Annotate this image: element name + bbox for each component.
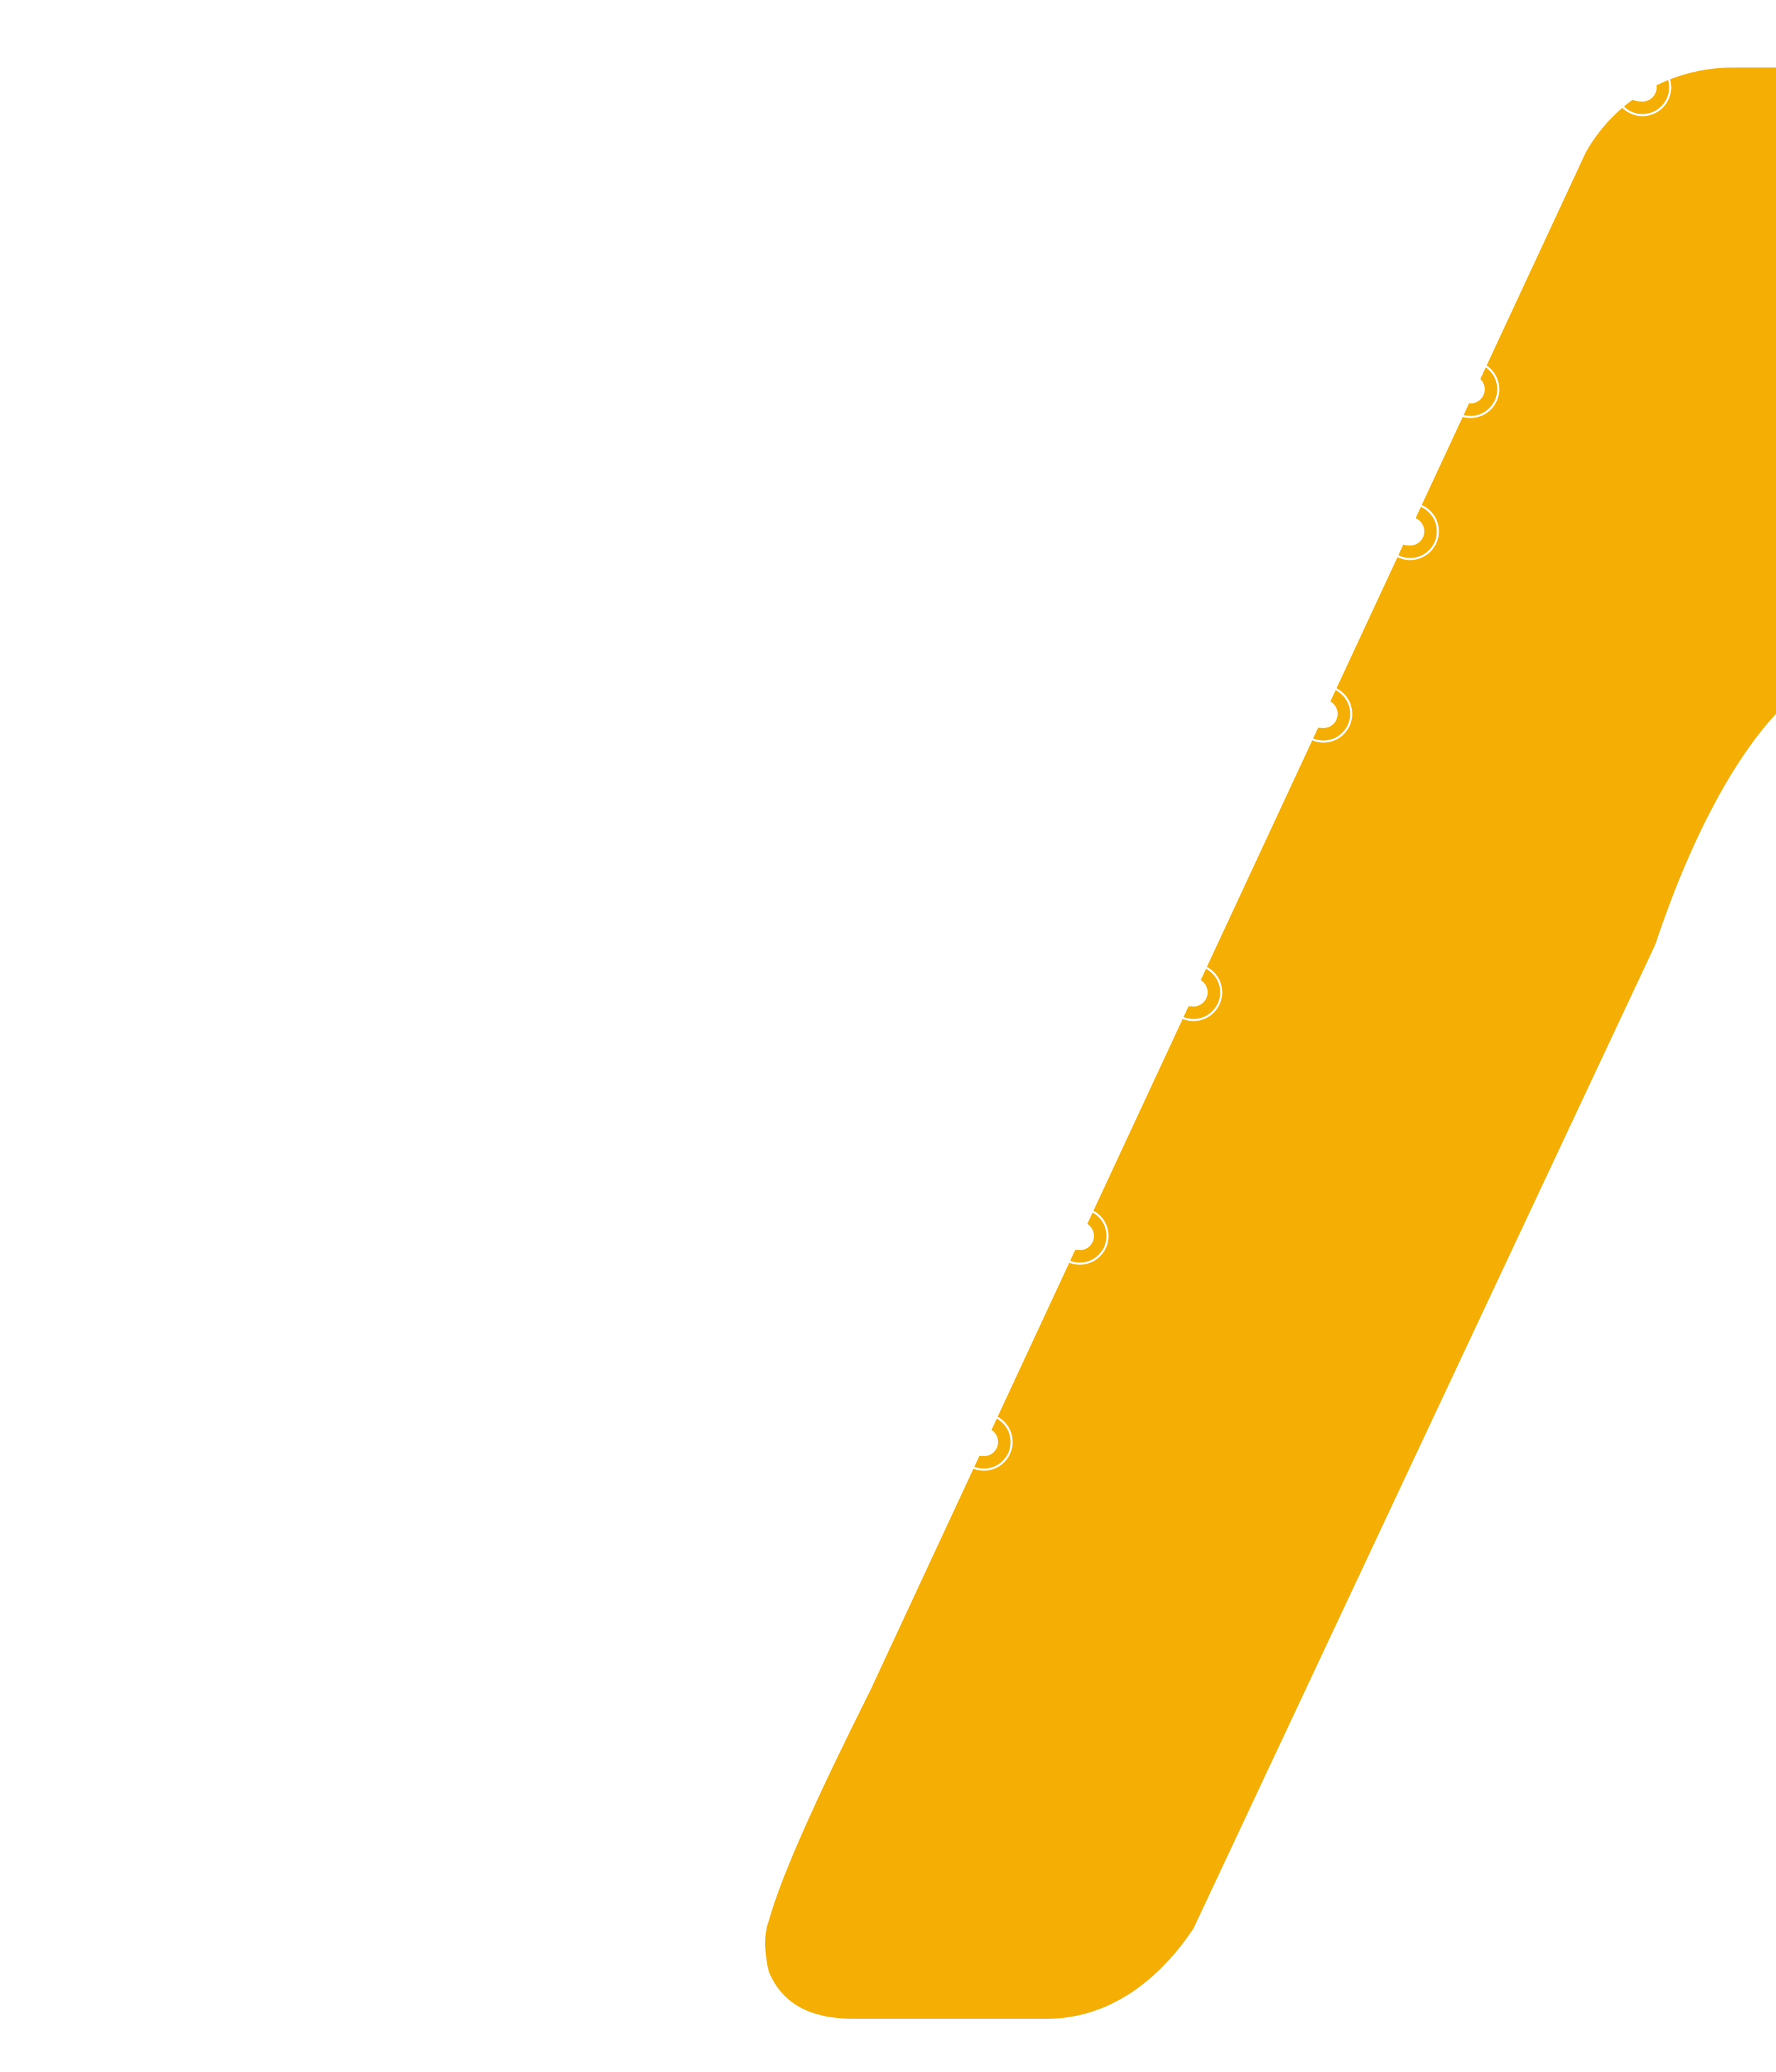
ring-notch-icon: [1441, 360, 1500, 418]
ring-notch-icon: [1381, 502, 1439, 560]
ring-notch-icon: [955, 1413, 1013, 1471]
ring-notch-icon: [1613, 58, 1672, 116]
ring-notch-icon: [1294, 685, 1353, 743]
slanted-stroke-shape: [765, 67, 1776, 2019]
notch-group: [955, 58, 1672, 1471]
ring-notch-icon: [1164, 963, 1223, 1021]
ring-notch-icon: [1051, 1207, 1109, 1265]
